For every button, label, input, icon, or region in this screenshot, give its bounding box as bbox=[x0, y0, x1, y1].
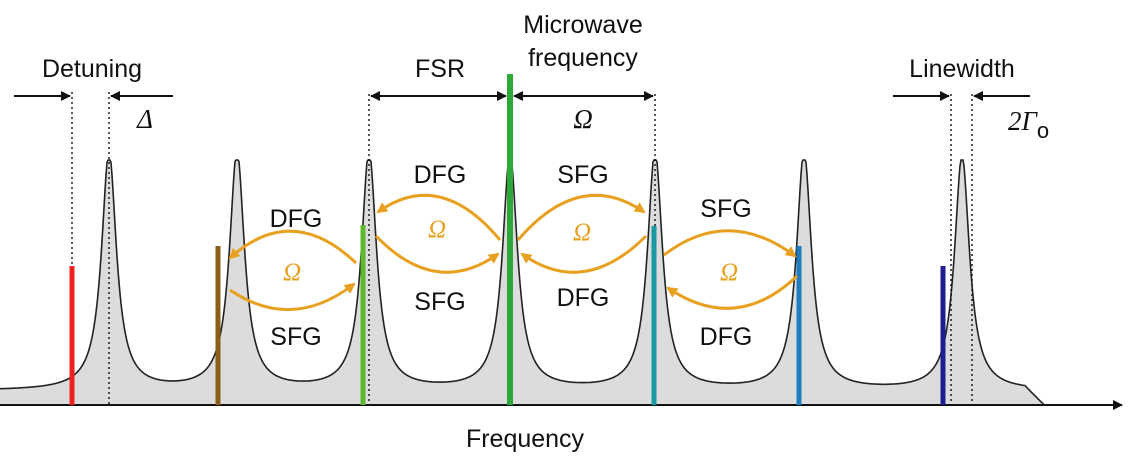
linewidth-label: Linewidth bbox=[909, 55, 1015, 83]
omega-symbol-microwave: Ω bbox=[573, 104, 593, 134]
sfg-label-1: SFG bbox=[270, 323, 321, 351]
dfg-label-1: DFG bbox=[270, 205, 323, 233]
detuning-label: Detuning bbox=[42, 55, 142, 83]
sfg-arrow-1 bbox=[229, 282, 356, 311]
sfg-label-2: SFG bbox=[414, 288, 465, 316]
sfg-arrow-2 bbox=[374, 234, 500, 274]
gamma-symbol: 2Γo bbox=[1008, 106, 1049, 143]
dfg-arrow-1 bbox=[228, 229, 358, 265]
omega-symbol-2: Ω bbox=[428, 216, 446, 243]
microwave-label-line2: frequency bbox=[528, 44, 638, 72]
dfg-label-2: DFG bbox=[414, 161, 467, 189]
microwave-label-line1: Microwave bbox=[523, 11, 642, 39]
frequency-axis-label: Frequency bbox=[466, 425, 585, 453]
sfg-arrow-4 bbox=[663, 229, 797, 258]
dfg-label-4: DFG bbox=[700, 323, 753, 351]
sfg-label-4: SFG bbox=[700, 195, 751, 223]
omega-symbol-1: Ω bbox=[283, 259, 301, 286]
fsr-label: FSR bbox=[415, 55, 465, 83]
omega-symbol-4: Ω bbox=[720, 259, 738, 286]
dfg-arrow-2 bbox=[376, 193, 502, 241]
delta-symbol: Δ bbox=[136, 104, 153, 134]
omega-symbol-3: Ω bbox=[573, 219, 591, 246]
gamma-symbol-main: 2Γ bbox=[1008, 106, 1039, 136]
sfg-label-3: SFG bbox=[557, 161, 608, 189]
gamma-symbol-subscript: o bbox=[1037, 118, 1049, 143]
dfg-label-3: DFG bbox=[557, 284, 610, 312]
resonance-spectrum-fill bbox=[0, 160, 1045, 405]
sfg-arrow-3 bbox=[516, 193, 646, 241]
resonance-spectrum-curve bbox=[0, 159, 1046, 406]
dfg-arrow-3 bbox=[520, 234, 648, 274]
dfg-arrow-4 bbox=[666, 274, 799, 310]
